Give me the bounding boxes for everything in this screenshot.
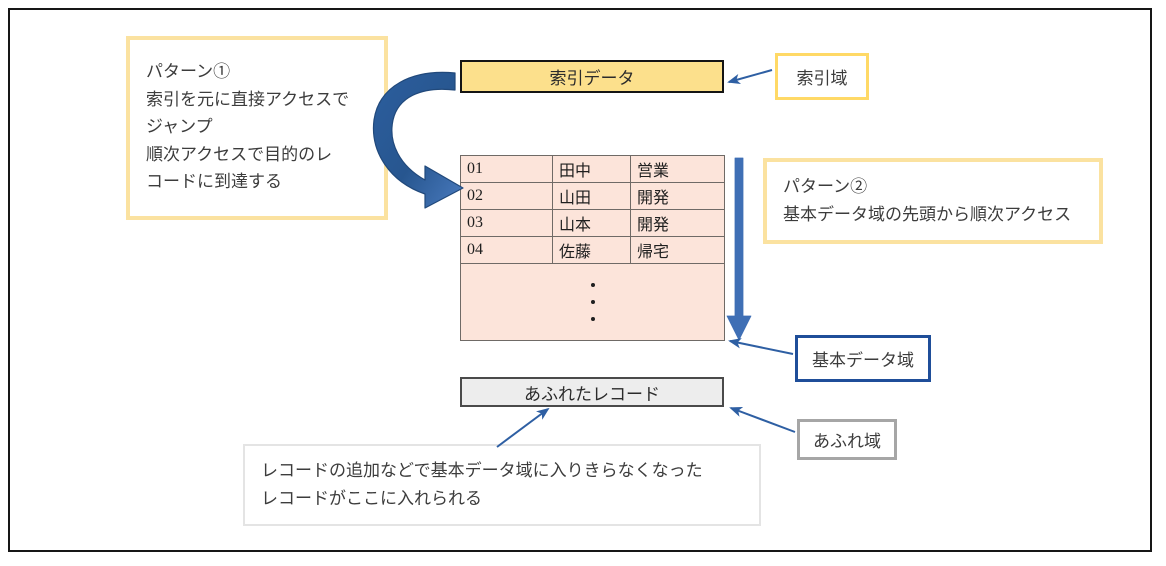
table-cell-name: 田中 (552, 155, 631, 183)
pattern1-line-4: 順次アクセスで目的のレ (146, 144, 333, 164)
table-cell-name: 山田 (552, 182, 631, 210)
table-cell-dept: 営業 (630, 155, 725, 183)
overflow-description-line-1: レコードの追加などで基本データ域に入りきらなくなった (261, 460, 703, 480)
overflow-record-bar-label: あふれたレコード (524, 384, 660, 404)
table-row-ellipsis (460, 263, 725, 341)
overflow-record-bar: あふれたレコード (460, 377, 724, 407)
table-row: 02 山田 開発 (460, 182, 725, 210)
pattern1-line-2: 索引を元に直接アクセスで (146, 89, 350, 109)
table-cell-id: 04 (460, 236, 553, 264)
basic-data-area-callout: 基本データ域 (795, 335, 931, 382)
table-cell-dept: 開発 (630, 182, 725, 210)
index-area-callout: 索引域 (775, 53, 869, 100)
pattern1-line-1: パターン① (146, 62, 231, 82)
ellipsis-dot (590, 317, 595, 321)
index-data-bar: 索引データ (460, 60, 724, 93)
basic-data-area-callout-label: 基本データ域 (812, 351, 914, 370)
ellipsis-dot (590, 300, 595, 304)
pattern1-line-3: ジャンプ (146, 117, 213, 137)
pattern2-line-2: 基本データ域の先頭から順次アクセス (783, 205, 1072, 224)
table-row: 01 田中 営業 (460, 155, 725, 183)
table-row: 03 山本 開発 (460, 209, 725, 237)
table-cell-id: 02 (460, 182, 553, 210)
overflow-area-callout-label: あふれ域 (813, 432, 881, 451)
pattern2-line-1: パターン② (783, 177, 868, 197)
overflow-area-callout: あふれ域 (797, 419, 897, 460)
table-cell-dept: 帰宅 (630, 236, 725, 264)
table-cell-name: 山本 (552, 209, 631, 237)
overflow-description-note: レコードの追加などで基本データ域に入りきらなくなった レコードがここに入れられる (243, 444, 761, 526)
ellipsis-dot (590, 283, 595, 287)
table-cell-id: 01 (460, 155, 553, 183)
basic-data-table: 01 田中 営業 02 山田 開発 03 山本 開発 04 佐藤 帰宅 (460, 155, 725, 341)
pattern1-note: パターン① 索引を元に直接アクセスで ジャンプ 順次アクセスで目的のレ コードに… (126, 36, 388, 220)
index-area-callout-label: 索引域 (796, 69, 848, 88)
pattern1-line-5: コードに到達する (146, 172, 282, 192)
table-cell-id: 03 (460, 209, 553, 237)
index-data-bar-label: 索引データ (549, 69, 635, 88)
table-row: 04 佐藤 帰宅 (460, 236, 725, 264)
pattern2-note: パターン② 基本データ域の先頭から順次アクセス (763, 158, 1103, 244)
vertical-ellipsis (460, 263, 725, 341)
table-cell-dept: 開発 (630, 209, 725, 237)
overflow-description-line-2: レコードがここに入れられる (261, 489, 482, 508)
table-cell-name: 佐藤 (552, 236, 631, 264)
